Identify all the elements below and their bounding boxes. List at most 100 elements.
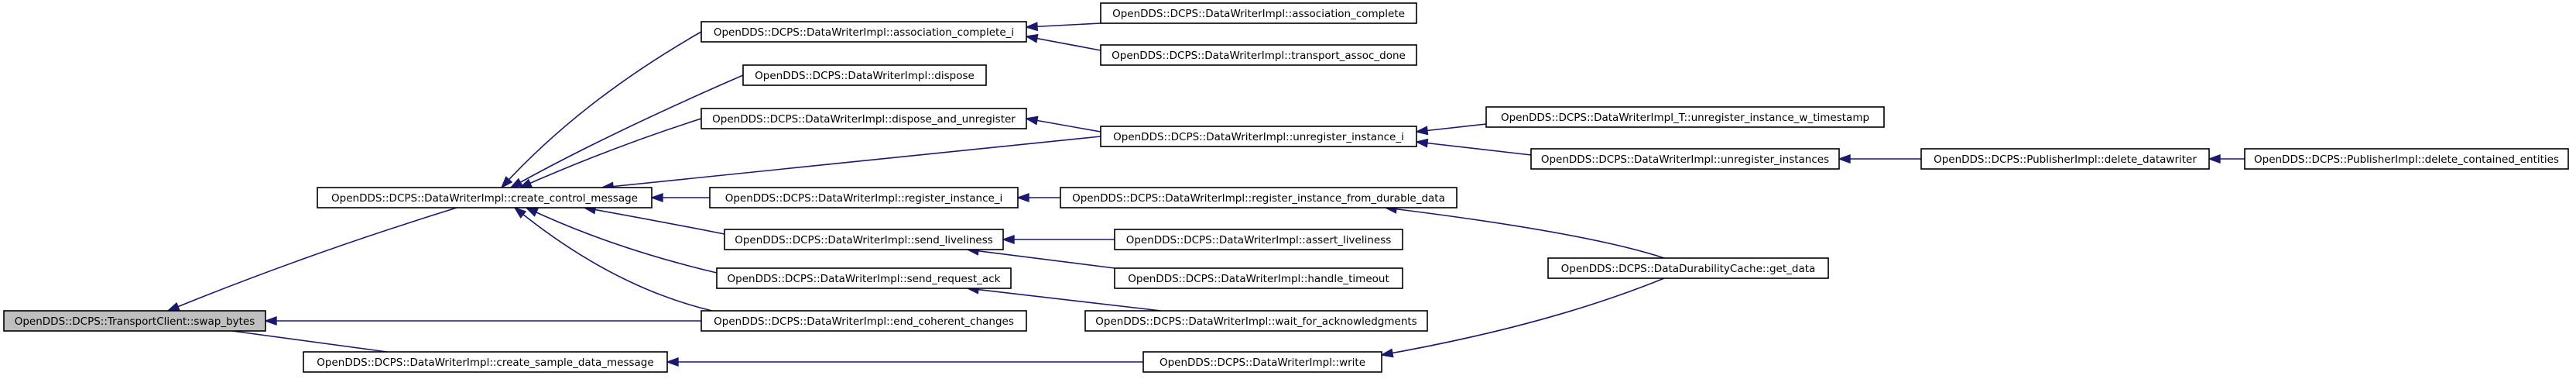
node-label: OpenDDS::DCPS::DataWriterImpl::dispose	[755, 70, 975, 82]
node-label: OpenDDS::DCPS::PublisherImpl::delete_con…	[2254, 153, 2559, 166]
edge-arrowhead	[665, 357, 679, 367]
graph-node-n6[interactable]: OpenDDS::DCPS::DataWriterImpl::register_…	[709, 187, 1019, 208]
node-box[interactable]	[1100, 2, 1417, 24]
edge-n1-n4	[509, 74, 744, 189]
edge-n2-n17	[665, 357, 1143, 367]
edge-n1-n7	[582, 205, 725, 235]
edge-arrowhead	[513, 206, 527, 219]
graph-node-n15[interactable]: OpenDDS::DCPS::DataWriterImpl::handle_ti…	[1114, 267, 1403, 289]
edge-n6-n13	[1016, 193, 1060, 202]
node-box[interactable]	[1920, 148, 2210, 170]
node-box[interactable]	[1100, 44, 1417, 66]
edge-line	[1416, 123, 1487, 133]
edge-n5-n12	[1024, 115, 1101, 133]
edge-arrowhead	[500, 176, 513, 189]
graph-node-n7[interactable]: OpenDDS::DCPS::DataWriterImpl::send_live…	[724, 229, 1004, 250]
node-box[interactable]	[1530, 148, 1840, 170]
graph-edges	[166, 22, 2245, 367]
graph-node-n17[interactable]: OpenDDS::DCPS::DataWriterImpl::write	[1142, 351, 1382, 373]
node-box[interactable]	[1142, 351, 1382, 373]
edge-arrowhead	[1024, 33, 1039, 43]
node-label: OpenDDS::DCPS::DataWriterImpl::assert_li…	[1126, 234, 1392, 246]
node-box[interactable]	[1114, 229, 1403, 250]
edge-line	[967, 288, 1162, 312]
node-label: OpenDDS::DCPS::DataWriterImpl::unregiste…	[1113, 131, 1404, 143]
node-label: OpenDDS::DCPS::DataWriterImpl::write	[1160, 357, 1365, 369]
node-box[interactable]	[1114, 267, 1403, 289]
graph-node-n1[interactable]: OpenDDS::DCPS::DataWriterImpl::create_co…	[317, 187, 653, 208]
node-box[interactable]	[709, 187, 1019, 208]
node-box[interactable]	[716, 267, 1012, 289]
edge-arrowhead	[525, 207, 539, 217]
node-label: OpenDDS::DCPS::TransportClient::swap_byt…	[15, 315, 255, 328]
edge-n8-n16	[965, 284, 1162, 312]
node-box[interactable]	[701, 310, 1027, 332]
node-box[interactable]	[1100, 126, 1417, 147]
graph-node-n18[interactable]: OpenDDS::DCPS::DataWriterImpl_T::unregis…	[1485, 106, 1885, 128]
edge-n7-n14	[1001, 235, 1115, 244]
graph-node-n19[interactable]: OpenDDS::DCPS::DataWriterImpl::unregiste…	[1530, 148, 1840, 170]
graph-node-n12[interactable]: OpenDDS::DCPS::DataWriterImpl::unregiste…	[1100, 126, 1417, 147]
edge-line	[1416, 141, 1532, 156]
graph-node-n3[interactable]: OpenDDS::DCPS::DataWriterImpl::associati…	[701, 21, 1027, 43]
edge-line	[1385, 207, 1665, 259]
node-box[interactable]	[701, 108, 1027, 129]
edge-n1-n9	[513, 206, 713, 312]
graph-node-n0[interactable]: OpenDDS::DCPS::TransportClient::swap_byt…	[3, 310, 266, 332]
edge-n3-n10	[1024, 22, 1101, 32]
node-label: OpenDDS::DCPS::DataWriterImpl::transport…	[1112, 50, 1406, 62]
node-box[interactable]	[724, 229, 1004, 250]
node-box[interactable]	[742, 64, 987, 86]
edge-line	[584, 207, 725, 235]
edge-arrowhead	[1024, 115, 1039, 126]
node-box[interactable]	[2244, 148, 2569, 170]
edge-line	[167, 207, 457, 312]
graph-node-n14[interactable]: OpenDDS::DCPS::DataWriterImpl::assert_li…	[1114, 229, 1403, 250]
edge-n0-n9	[263, 316, 701, 326]
node-label: OpenDDS::DCPS::DataWriterImpl::associati…	[1112, 8, 1405, 20]
edge-arrowhead	[1414, 126, 1429, 136]
graph-node-n21[interactable]: OpenDDS::DCPS::PublisherImpl::delete_dat…	[1920, 148, 2210, 170]
node-box[interactable]	[303, 351, 668, 373]
edge-n19-n21	[1837, 154, 1921, 164]
node-box[interactable]	[1547, 257, 1829, 279]
node-label: OpenDDS::DCPS::DataWriterImpl::send_live…	[735, 234, 993, 246]
graph-node-n2[interactable]: OpenDDS::DCPS::DataWriterImpl::create_sa…	[303, 351, 668, 373]
graph-node-n4[interactable]: OpenDDS::DCPS::DataWriterImpl::dispose	[742, 64, 987, 86]
node-box[interactable]	[1084, 310, 1428, 332]
edge-arrowhead	[1001, 235, 1015, 244]
graph-node-n8[interactable]: OpenDDS::DCPS::DataWriterImpl::send_requ…	[716, 267, 1012, 289]
node-label: OpenDDS::DCPS::DataWriterImpl::wait_for_…	[1095, 315, 1416, 328]
node-box[interactable]	[701, 21, 1027, 43]
node-label: OpenDDS::DCPS::DataWriterImpl::end_coher…	[714, 315, 1014, 328]
graph-node-n9[interactable]: OpenDDS::DCPS::DataWriterImpl::end_coher…	[701, 310, 1027, 332]
graph-node-n22[interactable]: OpenDDS::DCPS::PublisherImpl::delete_con…	[2244, 148, 2569, 170]
edge-arrowhead	[166, 301, 180, 312]
edge-n21-n22	[2207, 154, 2245, 164]
edge-arrowhead	[509, 177, 523, 189]
node-label: OpenDDS::DCPS::PublisherImpl::delete_dat…	[1934, 153, 2197, 166]
graph-node-n13[interactable]: OpenDDS::DCPS::DataWriterImpl::register_…	[1060, 187, 1458, 208]
edge-arrowhead	[263, 316, 277, 326]
node-box[interactable]	[317, 187, 653, 208]
edge-line	[231, 330, 388, 353]
edge-line	[601, 136, 1101, 188]
edge-n1-n3	[500, 31, 702, 189]
edge-n1-n6	[649, 193, 710, 202]
node-box[interactable]	[1060, 187, 1458, 208]
graph-node-n20[interactable]: OpenDDS::DCPS::DataDurabilityCache::get_…	[1547, 257, 1829, 279]
node-label: OpenDDS::DCPS::DataDurabilityCache::get_…	[1561, 263, 1816, 275]
node-label: OpenDDS::DCPS::DataWriterImpl::register_…	[725, 192, 1003, 205]
node-label: OpenDDS::DCPS::DataWriterImpl::associati…	[714, 26, 1014, 39]
graph-node-n5[interactable]: OpenDDS::DCPS::DataWriterImpl::dispose_a…	[701, 108, 1027, 129]
node-box[interactable]	[3, 310, 266, 332]
edge-n0-n1	[166, 207, 457, 312]
node-label: OpenDDS::DCPS::DataWriterImpl::create_co…	[331, 192, 638, 205]
edge-line	[967, 249, 1115, 269]
graph-node-n11[interactable]: OpenDDS::DCPS::DataWriterImpl::transport…	[1100, 44, 1417, 66]
graph-node-n10[interactable]: OpenDDS::DCPS::DataWriterImpl::associati…	[1100, 2, 1417, 24]
node-box[interactable]	[1485, 106, 1885, 128]
node-label: OpenDDS::DCPS::DataWriterImpl::send_requ…	[728, 273, 1001, 285]
edge-n7-n15	[965, 246, 1115, 269]
graph-node-n16[interactable]: OpenDDS::DCPS::DataWriterImpl::wait_for_…	[1084, 310, 1428, 332]
